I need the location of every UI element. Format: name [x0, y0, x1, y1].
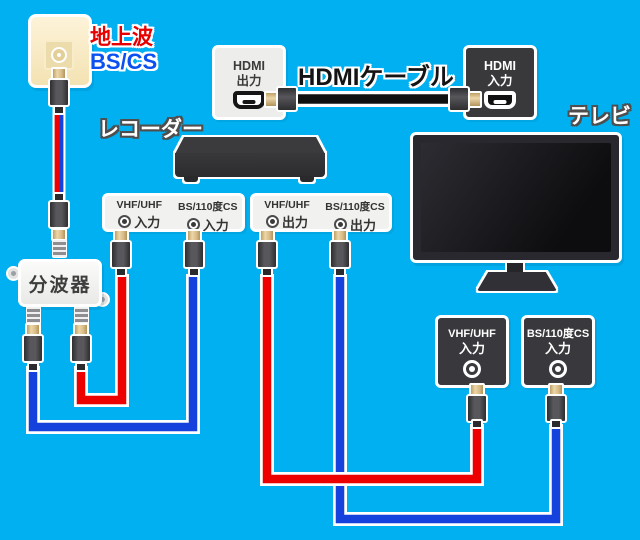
- recorder-vhf-output: VHF/UHF 出力: [264, 199, 310, 230]
- splitter-box: 分波器: [18, 259, 102, 307]
- recorder-input-panel: VHF/UHF 入力 BS/110度CS 入力: [102, 193, 245, 233]
- hdmi-cable-label: HDMIケーブル: [298, 64, 454, 91]
- recorder-output-panel: VHF/UHF 出力 BS/110度CS 出力: [250, 193, 392, 233]
- terrestrial-cable-recorder-to-tv: [260, 274, 484, 486]
- hdmi-plug-left: [264, 86, 300, 113]
- signal-source-label: 地上波 BS/CS: [90, 26, 157, 74]
- tv-label: テレビ: [568, 105, 631, 128]
- splitter-label: 分波器: [28, 274, 92, 296]
- bs-cable-splitter-to-recorder: [26, 274, 200, 434]
- recorder-label: レコーダー: [98, 118, 203, 141]
- hdmi-input-box: HDMI 入力: [463, 45, 537, 120]
- hdmi-port-icon: [484, 91, 516, 109]
- recorder-bs-output: BS/110度CS 出力: [325, 201, 385, 233]
- tv-bs-input-box: BS/110度CS 入力: [521, 315, 595, 388]
- terrestrial-cable-splitter-to-recorder: [74, 274, 129, 407]
- hdmi-port-icon: [233, 91, 265, 109]
- bs-cable-recorder-to-tv: [333, 274, 563, 526]
- tv-vhf-input-box: VHF/UHF 入力: [435, 315, 509, 388]
- coax-terminal-icon: [463, 360, 481, 378]
- coax-terminal-icon: [549, 360, 567, 378]
- mixed-antenna-cable: [52, 106, 66, 200]
- tv-screen: [421, 143, 611, 252]
- recorder-vhf-input: VHF/UHF 入力: [116, 199, 163, 230]
- outlet-terminal-plate: [44, 40, 74, 70]
- coax-terminal-icon: [265, 215, 279, 228]
- hdmi-plug-right: [447, 86, 483, 113]
- coax-terminal-icon: [118, 215, 132, 228]
- antenna-terminal-icon: [51, 47, 67, 63]
- tv-device: [410, 132, 622, 263]
- terrestrial-label: 地上波: [90, 26, 153, 49]
- recorder-bs-input: BS/110度CS 入力: [177, 201, 238, 233]
- satellite-label: BS/CS: [90, 49, 158, 74]
